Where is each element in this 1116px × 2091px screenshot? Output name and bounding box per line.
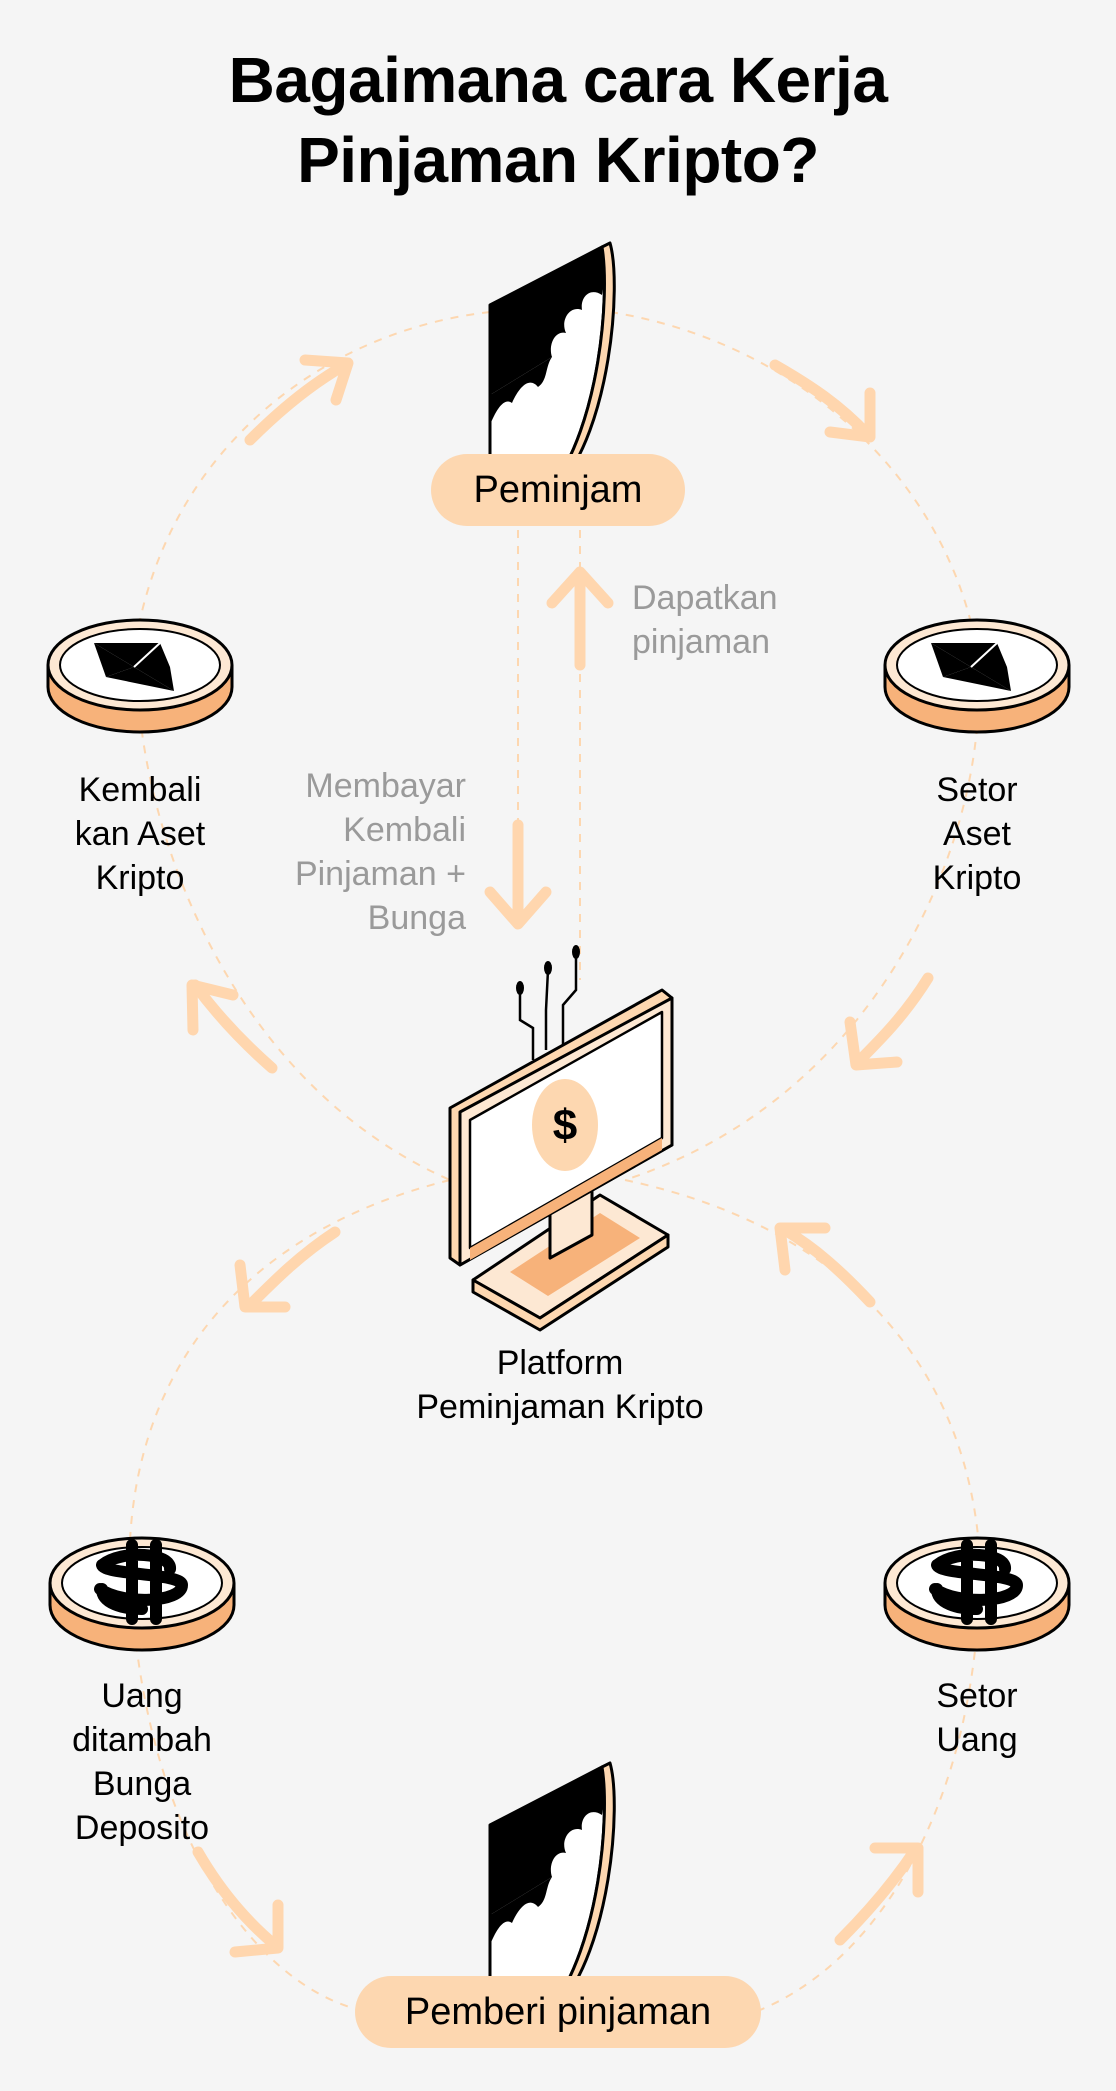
monitor-dollar-symbol: $ <box>553 1101 577 1150</box>
arrow-lower-left <box>234 1226 341 1313</box>
arrow-bottom-right <box>834 1842 924 1946</box>
arrow-up-center <box>546 566 614 671</box>
get-loan-label: Dapatkan pinjaman <box>632 579 778 661</box>
ethereum-coin-icon-right <box>883 618 1071 734</box>
dollar-coin-icon-right <box>883 1536 1071 1652</box>
platform-label: Platform Peminjaman Kripto <box>416 1344 704 1426</box>
title-line-1: Bagaimana cara Kerja <box>228 44 888 116</box>
deposit-money-label: Setor Uang <box>936 1677 1018 1759</box>
deposit-asset-label: Setor Aset Kripto <box>932 771 1022 897</box>
arrow-right-mid <box>844 972 934 1071</box>
computer-monitor-icon: $ <box>448 945 674 1332</box>
dollar-coin-icon-left <box>48 1536 236 1652</box>
arrow-top-right <box>769 359 876 443</box>
title-line-2: Pinjaman Kripto? <box>297 124 819 196</box>
flow-arrows <box>186 354 934 1958</box>
money-interest-label: Uang ditambah Bunga Deposito <box>72 1677 212 1847</box>
page-title: Bagaimana cara Kerja Pinjaman Kripto? <box>0 40 1116 200</box>
upper-loop-right <box>609 311 980 1181</box>
repay-label: Membayar Kembali Pinjaman + Bunga <box>294 767 466 937</box>
arrow-left-mid <box>186 979 278 1074</box>
ethereum-coin-icon-left <box>46 618 234 734</box>
arrow-bottom-left <box>192 1846 284 1958</box>
lender-pill: Pemberi pinjaman <box>355 1976 761 2048</box>
upper-loop-left <box>136 311 491 1181</box>
borrower-pill: Peminjam <box>431 454 685 526</box>
lender-person-icon <box>488 1761 616 2014</box>
return-asset-label: Kembali kan Aset Kripto <box>74 771 206 897</box>
arrow-lower-right <box>774 1222 876 1308</box>
arrow-top-left <box>244 354 354 446</box>
arrow-down-center <box>484 819 552 930</box>
lower-loop-left <box>128 1179 451 2011</box>
